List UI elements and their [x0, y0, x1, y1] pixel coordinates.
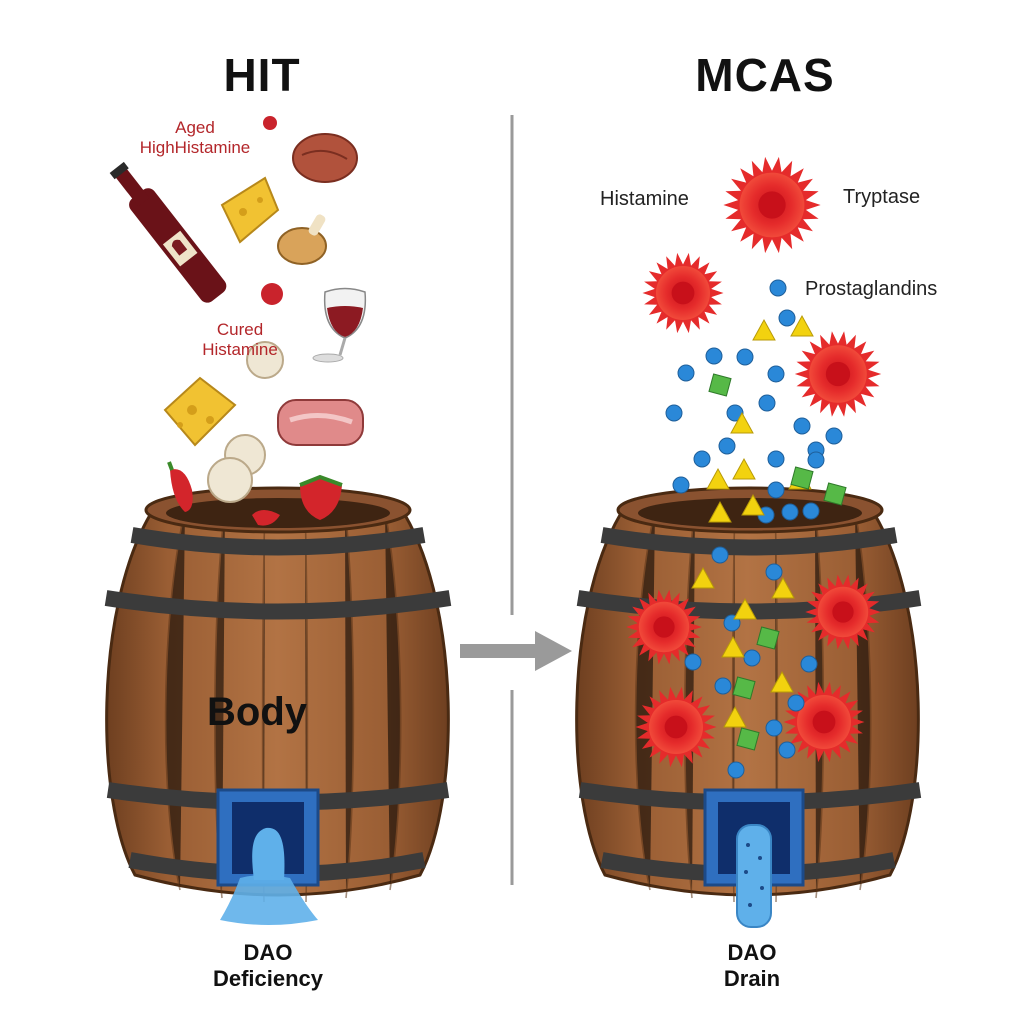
- aged-label: Aged HighHistamine: [139, 118, 251, 157]
- histamine-dot: [781, 503, 799, 521]
- histamine-dot: [767, 365, 785, 383]
- tryptase-square: [736, 727, 760, 751]
- histamine-dot: [743, 649, 761, 667]
- red-wine-bottle-icon: [109, 161, 227, 303]
- prostaglandin-triangle: [691, 566, 715, 589]
- histamine-dot: [727, 761, 745, 779]
- mast-cell-group: [626, 156, 882, 768]
- histamine-dot: [718, 437, 736, 455]
- histamine-dot: [778, 741, 796, 759]
- barrel-label-body: Body: [207, 690, 307, 734]
- mediator-particles: [665, 279, 847, 779]
- histamine-dot: [807, 451, 825, 469]
- tryptase-square: [708, 373, 732, 397]
- mast-cell-icon: [626, 589, 702, 665]
- prostaglandin-triangle: [790, 314, 814, 337]
- wine-glass-icon: [312, 287, 367, 363]
- prostaglandin-triangle: [706, 467, 730, 490]
- histamine-dot: [714, 677, 732, 695]
- mast-cell-icon: [642, 252, 724, 334]
- histamine-dot: [769, 279, 787, 297]
- histamine-dot: [736, 348, 754, 366]
- histamine-dot: [665, 404, 683, 422]
- histamine-dot: [778, 309, 796, 327]
- histamine-label: Histamine: [600, 188, 689, 210]
- histamine-dot: [726, 404, 744, 422]
- mast-cell-icon: [723, 156, 821, 254]
- histamine-dot: [800, 655, 818, 673]
- histamine-dot: [711, 546, 729, 564]
- histamine-dot: [825, 427, 843, 445]
- prostaglandin-triangle: [732, 457, 756, 480]
- mast-cell-icon: [805, 574, 881, 650]
- tryptase-square: [790, 466, 814, 490]
- prostaglandins-label: Prostaglandins: [805, 278, 938, 300]
- mast-cell-icon: [794, 331, 882, 417]
- prostaglandin-triangle: [721, 635, 745, 658]
- histamine-dot: [802, 502, 820, 520]
- cheese-wedge-icon: [163, 376, 237, 447]
- sausage-icon: [292, 133, 358, 183]
- histamine-dot: [787, 694, 805, 712]
- prostaglandin-triangle: [771, 576, 795, 599]
- chicken-leg-icon: [277, 214, 327, 265]
- tryptase-square: [732, 676, 756, 700]
- strawberry-icon: [252, 474, 343, 526]
- mast-cell-icon: [635, 686, 717, 768]
- mast-cell-icon: [783, 681, 865, 763]
- prostaglandin-triangle: [752, 318, 776, 341]
- histamine-dot: [705, 347, 723, 365]
- histamine-dot: [693, 450, 711, 468]
- histamine-dot: [672, 476, 690, 494]
- histamine-dot: [767, 450, 785, 468]
- chili-pepper-icon: [167, 461, 193, 512]
- dao-drain-label: DAO Drain: [723, 940, 781, 991]
- dao-deficiency-label: DAO Deficiency: [212, 940, 324, 991]
- histamine-dot: [758, 394, 776, 412]
- raspberry-icon: [261, 116, 283, 305]
- cured-label: Cured Histamine: [202, 320, 278, 359]
- left-barrel: [104, 486, 452, 925]
- histamine-dot: [765, 719, 783, 737]
- prostaglandin-triangle: [770, 670, 794, 693]
- mushroom-icon: [207, 341, 284, 503]
- prostaglandin-triangle: [723, 705, 747, 728]
- prostaglandin-triangle: [733, 597, 757, 620]
- title-hit: HIT: [223, 49, 301, 101]
- histamine-dot: [767, 481, 785, 499]
- prostaglandin-triangle: [730, 411, 754, 434]
- histamine-dot: [793, 417, 811, 435]
- histamine-dot: [684, 653, 702, 671]
- tryptase-square: [823, 482, 847, 506]
- histamine-dot: [677, 364, 695, 382]
- arrow-icon: [460, 631, 572, 671]
- prostaglandin-triangle: [708, 500, 732, 523]
- steak-icon: [277, 399, 364, 446]
- cheese-icon: [220, 176, 280, 244]
- histamine-dot: [765, 563, 783, 581]
- prostaglandin-triangle: [741, 493, 765, 516]
- tryptase-label: Tryptase: [843, 186, 921, 208]
- tryptase-square: [756, 626, 780, 650]
- title-mcas: MCAS: [695, 49, 835, 101]
- right-barrel: [575, 486, 922, 928]
